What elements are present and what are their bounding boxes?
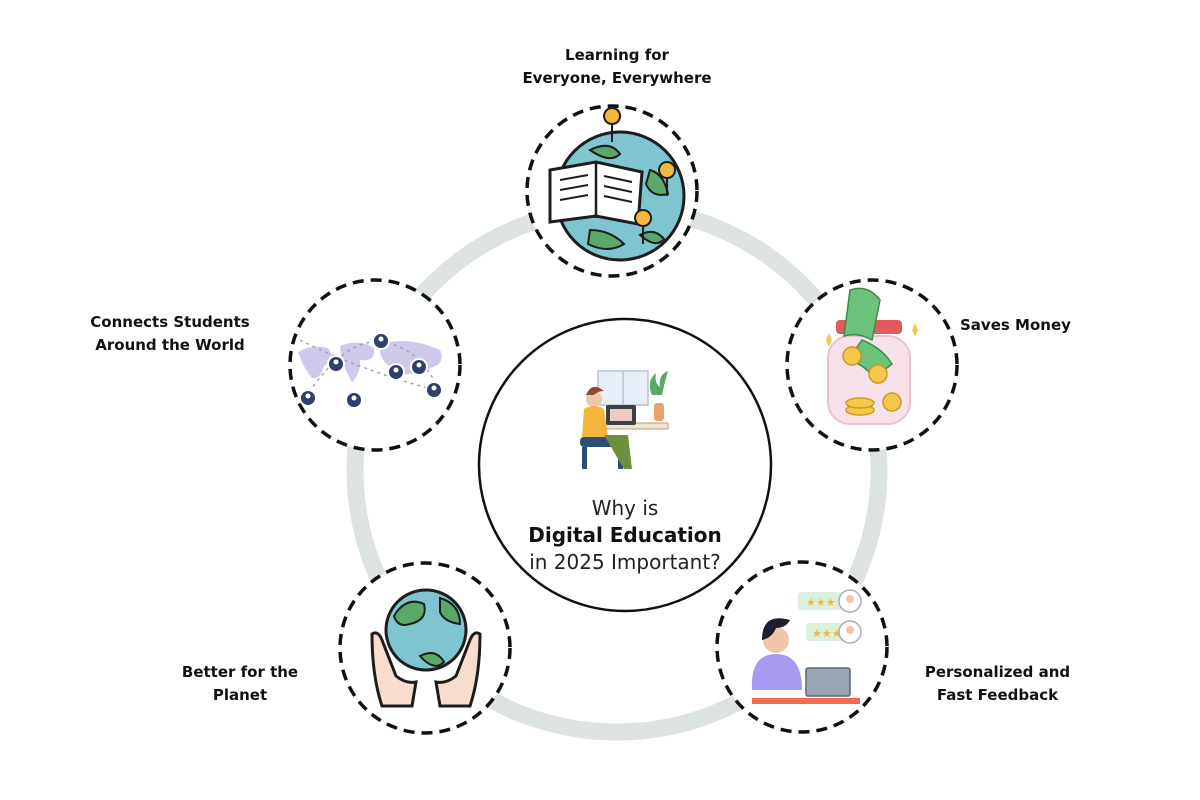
svg-text:★★★: ★★★ [806, 596, 836, 609]
svg-text:★★★: ★★★ [812, 627, 842, 640]
label-feedback: Personalized and Fast Feedback [910, 661, 1085, 707]
node-feedback: ★★★ ★★★ [715, 560, 889, 734]
label-feedback-line-2: Fast Feedback [936, 686, 1059, 704]
student-laptop-icon [580, 370, 669, 469]
center-line-1: Why is [591, 496, 659, 520]
hands-earth-icon [370, 588, 482, 708]
label-connect-line-1: Connects Students [90, 313, 250, 331]
label-learning: Learning for Everyone, Everywhere [517, 44, 717, 90]
node-learning [525, 104, 699, 278]
node-feedback-circle [715, 560, 889, 734]
center-line-3: in 2025 Important? [529, 550, 721, 574]
label-learning-line-1: Learning for [565, 46, 669, 64]
label-connect: Connects Students Around the World [80, 311, 260, 357]
label-planet-line-2: Planet [212, 686, 268, 704]
money-jar-icon [826, 287, 918, 425]
label-learning-line-2: Everyone, Everywhere [522, 69, 712, 87]
world-network-icon [298, 332, 443, 409]
node-connect-circle [288, 278, 462, 452]
node-money [785, 278, 959, 452]
label-connect-line-2: Around the World [95, 336, 245, 354]
center-line-2: Digital Education [528, 523, 722, 547]
node-connect [288, 278, 462, 452]
label-feedback-line-1: Personalized and [924, 663, 1071, 681]
label-money: Saves Money [960, 314, 1090, 337]
globe-book-icon [548, 107, 686, 262]
center-title: Why is Digital Education in 2025 Importa… [480, 495, 770, 576]
label-planet-line-1: Better for the [181, 663, 299, 681]
label-money-line-1: Saves Money [960, 316, 1071, 334]
node-planet [338, 561, 512, 735]
laptop-feedback-icon: ★★★ ★★★ [751, 589, 862, 704]
label-planet: Better for the Planet [165, 661, 315, 707]
